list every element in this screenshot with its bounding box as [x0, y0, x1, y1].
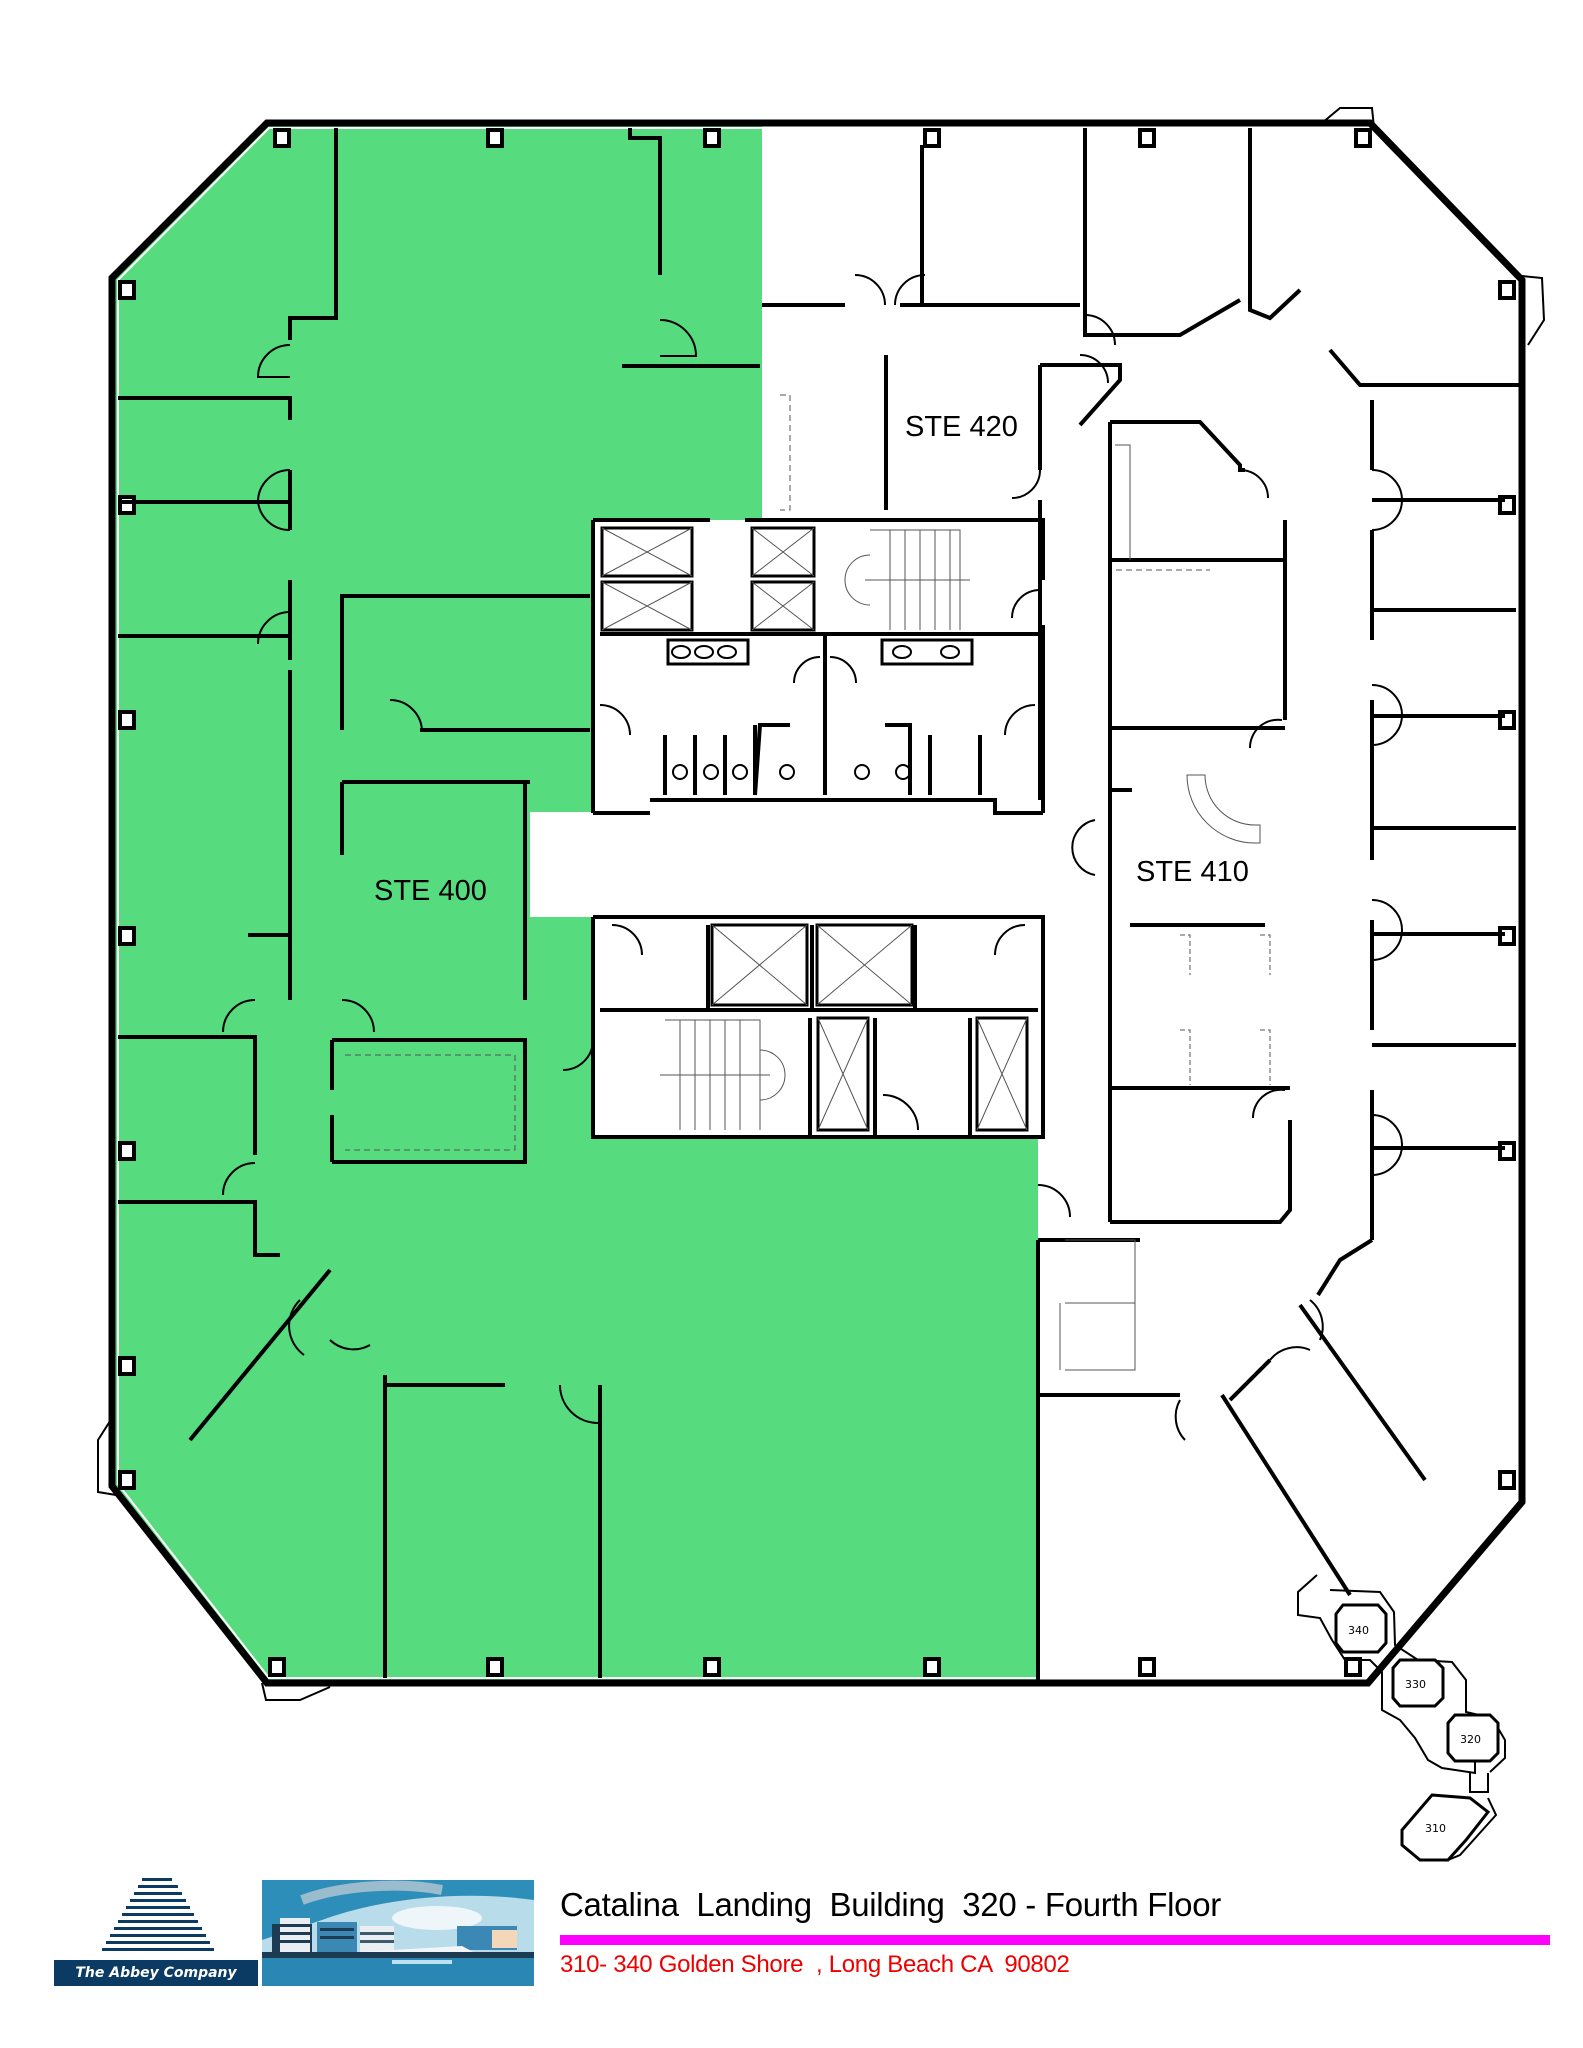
- svg-text:330: 330: [1405, 1678, 1426, 1691]
- svg-text:340: 340: [1348, 1624, 1369, 1637]
- floor-title: Catalina Landing Building 320 - Fourth F…: [560, 1886, 1221, 1923]
- suite-410-420-doors: [854, 274, 1403, 1441]
- columns: [118, 128, 1516, 1677]
- corner-detail: [1521, 275, 1546, 346]
- corner-detail: [97, 1417, 117, 1496]
- svg-text:310: 310: [1425, 1822, 1446, 1835]
- corner-detail: [1321, 107, 1375, 129]
- company-name: The Abbey Company: [54, 1960, 258, 1986]
- building-outline: [108, 119, 1526, 1687]
- key-building-320: [1446, 1713, 1500, 1763]
- suite-400-walls: [118, 128, 760, 1678]
- suite-label-400: STE 400: [374, 875, 487, 907]
- key-building-330: [1391, 1658, 1445, 1708]
- key-building-340: [1334, 1603, 1388, 1654]
- logo-building-icon: [102, 1878, 214, 1951]
- svg-text:320: 320: [1460, 1733, 1481, 1746]
- corner-detail: [261, 1682, 331, 1701]
- suite-410-420-walls: [762, 128, 1522, 1683]
- company-logo: The Abbey Company: [54, 1878, 258, 1986]
- suite-400-doors: [222, 319, 698, 1424]
- title-rule: [560, 1935, 1550, 1945]
- building-core: [530, 518, 1045, 1139]
- suite-label-420: STE 420: [905, 411, 1018, 443]
- building-address: 310- 340 Golden Shore , Long Beach CA 90…: [560, 1951, 1070, 1978]
- key-map: 340 330 320 310: [1297, 1574, 1506, 1862]
- harbor-photo: [262, 1880, 534, 1986]
- suite-label-410: STE 410: [1136, 856, 1249, 888]
